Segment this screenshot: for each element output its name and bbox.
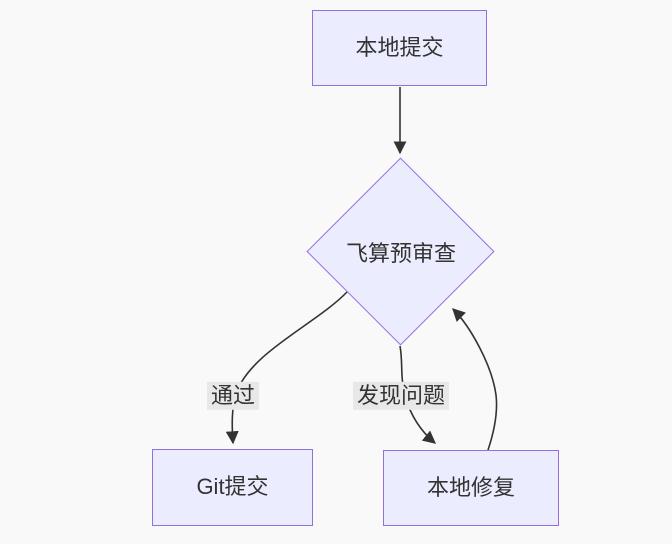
node-pre-review-label: 飞算预审查 [345, 241, 457, 266]
node-local-commit: 本地提交 [312, 10, 487, 86]
edge-label-found-issue: 发现问题 [352, 381, 450, 411]
node-local-commit-label: 本地提交 [355, 34, 444, 60]
node-pre-review: 飞算预审查 [306, 157, 496, 346]
node-git-commit: Git提交 [152, 449, 313, 526]
node-local-fix-label: 本地修复 [426, 474, 515, 500]
node-git-commit-label: Git提交 [196, 474, 269, 500]
edge-label-pass: 通过 [206, 381, 260, 411]
node-local-fix: 本地修复 [383, 450, 559, 526]
